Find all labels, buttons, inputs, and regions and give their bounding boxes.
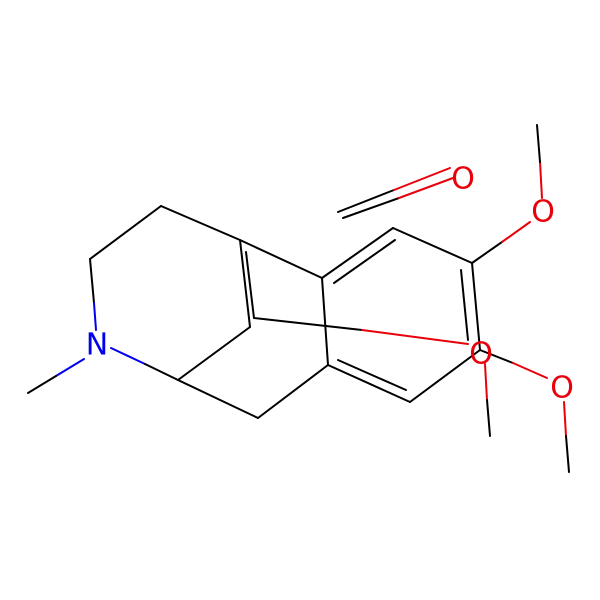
oxygen-methoxy-upper-label: O <box>531 195 555 230</box>
bond-upper-methoxy-o-half <box>501 221 531 243</box>
bond-ch2-top-to-ch2 <box>89 205 162 260</box>
atom-labels: O O O O N <box>86 162 574 406</box>
bond-ring-bottom-left-inner <box>337 359 407 391</box>
bond-ring-bottom-left <box>327 364 411 403</box>
bond-ch2-to-n-nitrogen <box>93 302 97 331</box>
bond-bridge-to-ether-carbon <box>253 317 363 331</box>
bond-ch2-to-n-carbon <box>89 258 95 304</box>
bond-lower-methoxy-ch3 <box>565 435 570 473</box>
bond-n-to-ch-carbon <box>144 363 179 381</box>
bond-ch2-bottom-to-ring <box>257 364 329 419</box>
bond-bridge-double-b <box>245 251 255 319</box>
oxygen-carbonyl-label: O <box>451 162 475 197</box>
bond-ring-top-left <box>321 227 394 279</box>
bond-ring-to-upper-methoxy-o <box>471 241 503 264</box>
bond-n-to-methyl-nitrogen <box>55 358 85 377</box>
bond-ring-to-bridgehead <box>239 239 323 279</box>
bond-ether-methyl-carbon <box>486 399 491 437</box>
bond-ring-bottom-right <box>409 349 481 403</box>
bond-ring-left <box>321 277 329 366</box>
bond-upper-methoxy-ch3-half <box>539 161 543 199</box>
bond-ring-to-lower-methoxy-o <box>479 349 514 364</box>
nitrogen-amine-label: N <box>86 328 108 363</box>
bond-bridgehead-to-ch2-top <box>160 205 241 241</box>
bond-ring-right-inner <box>460 269 469 341</box>
bond-ch-to-ch2-bottom <box>177 379 259 419</box>
bond-bridge-to-ether-oxygen <box>361 329 469 345</box>
bond-ring-top-right <box>392 227 473 264</box>
bond-carbonyl-b-carbon <box>342 197 400 219</box>
bond-bridge-double-a <box>239 239 251 328</box>
bond-n-to-ch-nitrogen <box>110 347 146 365</box>
bond-upper-methoxy-ch3 <box>536 124 541 163</box>
bond-ring-top-left-inner <box>333 239 396 284</box>
bond-carbonyl-a-carbon <box>337 189 395 213</box>
bond-ether-methyl-oxygen <box>484 363 488 401</box>
bond-carbonyl-a-oxygen <box>393 167 451 191</box>
bond-ring-right <box>471 262 481 351</box>
bond-carbonyl-b-oxygen <box>398 177 454 199</box>
bond-lower-methoxy-o-half <box>512 362 548 379</box>
bond-ch-to-bridge <box>177 326 251 381</box>
oxygen-methoxy-lower-label: O <box>550 371 574 406</box>
bond-n-to-methyl-carbon <box>27 375 57 394</box>
bonds <box>27 124 570 473</box>
bond-lower-methoxy-ch3-half <box>563 401 567 437</box>
oxygen-ring-ether-label: O <box>469 337 493 372</box>
